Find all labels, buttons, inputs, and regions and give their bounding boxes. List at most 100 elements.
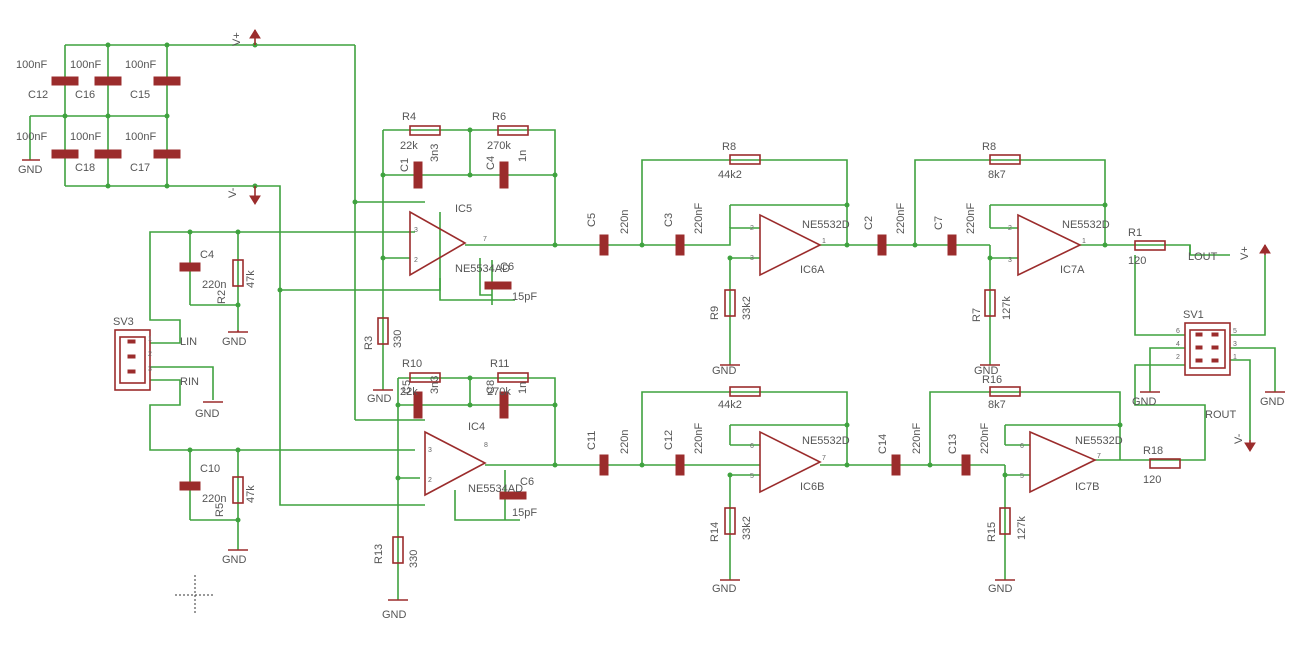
cap-c18a[interactable]: [51, 149, 79, 159]
component-symbol[interactable]: [249, 29, 261, 39]
cap-c4-fb[interactable]: [499, 161, 509, 189]
cap-c10[interactable]: [179, 481, 201, 491]
cap-c6-top[interactable]: [484, 281, 512, 290]
stage3-bottom[interactable]: C14 220nF C13 220nF R16 8k7 NE5532D IC7B…: [877, 374, 1181, 542]
component-symbol[interactable]: [1259, 244, 1271, 254]
component-symbol[interactable]: [114, 329, 151, 391]
schematic-label: R4: [402, 111, 416, 123]
connector-sv3[interactable]: SV3 1 2 3 LIN RIN: [113, 316, 199, 391]
gnd-stage1-bottom: GND: [382, 599, 408, 621]
resistor-r9[interactable]: [724, 289, 736, 317]
schematic-label: 100nF: [70, 59, 101, 71]
cap-c1[interactable]: [413, 161, 423, 189]
schematic-label: 47k: [245, 270, 257, 288]
component-symbol[interactable]: [1184, 322, 1231, 376]
schematic-label: C7: [933, 216, 945, 230]
component-symbol[interactable]: [1195, 345, 1203, 350]
stage3-top[interactable]: C2 220nF C7 220nF R8 8k7 NE5532D IC7A R7…: [863, 141, 1166, 322]
component-symbol[interactable]: [119, 336, 146, 384]
schematic-label: 100nF: [125, 131, 156, 143]
gnd-input-right: GND: [222, 549, 248, 566]
schematic-label: IC4: [468, 421, 485, 433]
cap-c5-fb[interactable]: [413, 391, 423, 419]
input-left[interactable]: C4 220n R2 47k: [179, 249, 257, 304]
component-symbol[interactable]: [127, 354, 136, 359]
decoupling-caps[interactable]: 100nF 100nF 100nF C12 C16 C15 100nF 100n…: [16, 59, 181, 174]
cap-c6-bottom[interactable]: [499, 491, 527, 500]
schematic-label: GND: [382, 609, 407, 621]
stage1-top[interactable]: R4 22k R6 270k C1 3n3 C4 1n IC5 NE5534AD…: [363, 111, 537, 350]
schematic-label: NE5532D: [1062, 219, 1110, 231]
cap-c11[interactable]: [599, 454, 609, 476]
cap-c7[interactable]: [947, 234, 957, 256]
opamp-ic6a[interactable]: [759, 213, 822, 277]
schematic-label: IC5: [455, 203, 472, 215]
cap-c4-input[interactable]: [179, 262, 201, 272]
cap-c15[interactable]: [153, 76, 181, 86]
cap-c16[interactable]: [94, 76, 122, 86]
stage2-bottom[interactable]: C11 220n C12 220nF 44k2 NE5532D IC6B R14…: [586, 386, 850, 542]
schematic-label: LIN: [180, 336, 197, 348]
resistor-r8-stage3[interactable]: [989, 154, 1021, 165]
cap-c5-series[interactable]: [599, 234, 609, 256]
component-symbol[interactable]: [1189, 329, 1226, 369]
component-symbol[interactable]: [1244, 442, 1256, 452]
resistor-r10[interactable]: [409, 372, 441, 383]
resistor-r7[interactable]: [984, 289, 996, 317]
component-symbol[interactable]: [1211, 332, 1219, 337]
cap-c13[interactable]: [961, 454, 971, 476]
component-symbol[interactable]: [249, 195, 261, 205]
cap-c2[interactable]: [877, 234, 887, 256]
schematic-label: V+: [231, 32, 243, 46]
resistor-r14-gnd[interactable]: [724, 507, 736, 535]
input-right[interactable]: C10 220n R5 47k: [179, 463, 257, 517]
component-symbol[interactable]: [1195, 332, 1203, 337]
stage1-bottom[interactable]: R10 22k R11 270k C5 3n3 C8 1n IC4 NE5534…: [373, 358, 537, 568]
resistor-r15[interactable]: [999, 507, 1011, 535]
schematic-label: SV1: [1183, 309, 1204, 321]
component-symbol[interactable]: [1211, 345, 1219, 350]
stage2-top[interactable]: C5 220n C3 220nF R8 44k2 NE5532D IC6A R9…: [586, 141, 850, 320]
schematic-label: C16: [75, 89, 95, 101]
cap-c18b[interactable]: [94, 149, 122, 159]
cap-c12-series[interactable]: [675, 454, 685, 476]
cap-c14[interactable]: [891, 454, 901, 476]
gnd-stage2-top: GND: [712, 364, 740, 377]
cap-c17[interactable]: [153, 149, 181, 159]
gnd-stage3-top: GND: [974, 364, 1000, 377]
opamp-ic6b[interactable]: [759, 430, 822, 494]
resistor-r8-top[interactable]: [729, 154, 761, 165]
cap-c3[interactable]: [675, 234, 685, 256]
component-symbol[interactable]: [127, 369, 136, 374]
schematic-label: V-: [1233, 433, 1245, 444]
resistor-r2[interactable]: [232, 259, 244, 287]
resistor-r11[interactable]: [497, 372, 529, 383]
resistor-r13[interactable]: [392, 536, 404, 564]
resistor-r18[interactable]: [1149, 458, 1181, 469]
component-symbol[interactable]: [1195, 358, 1203, 363]
resistor-r14-fb[interactable]: [729, 386, 761, 397]
resistor-r4[interactable]: [409, 125, 441, 136]
opamp-ic4[interactable]: [424, 430, 487, 497]
schematic-label: C13: [947, 434, 959, 454]
schematic-label: IC6B: [800, 481, 824, 493]
schematic-label: 6: [750, 443, 754, 450]
schematic-label: R14: [709, 522, 721, 542]
opamp-ic5[interactable]: [409, 210, 467, 277]
junctions: [62, 42, 1123, 523]
resistor-r1[interactable]: [1134, 240, 1166, 251]
cap-c12[interactable]: [51, 76, 79, 86]
resistor-r5[interactable]: [232, 476, 244, 504]
opamp-ic7b[interactable]: [1029, 430, 1097, 494]
connector-sv1[interactable]: SV1 5 3 1 6 4 2 LOUT ROUT: [1176, 251, 1237, 421]
component-symbol[interactable]: [127, 339, 136, 344]
component-symbol[interactable]: [1211, 358, 1219, 363]
resistor-r3[interactable]: [377, 317, 389, 345]
schematic-label: 1: [1233, 354, 1237, 361]
opamp-ic7a[interactable]: [1017, 213, 1082, 277]
resistor-r6[interactable]: [497, 125, 529, 136]
resistor-r16[interactable]: [989, 386, 1021, 397]
schematic-label: GND: [222, 336, 247, 348]
cap-c8[interactable]: [499, 391, 509, 419]
